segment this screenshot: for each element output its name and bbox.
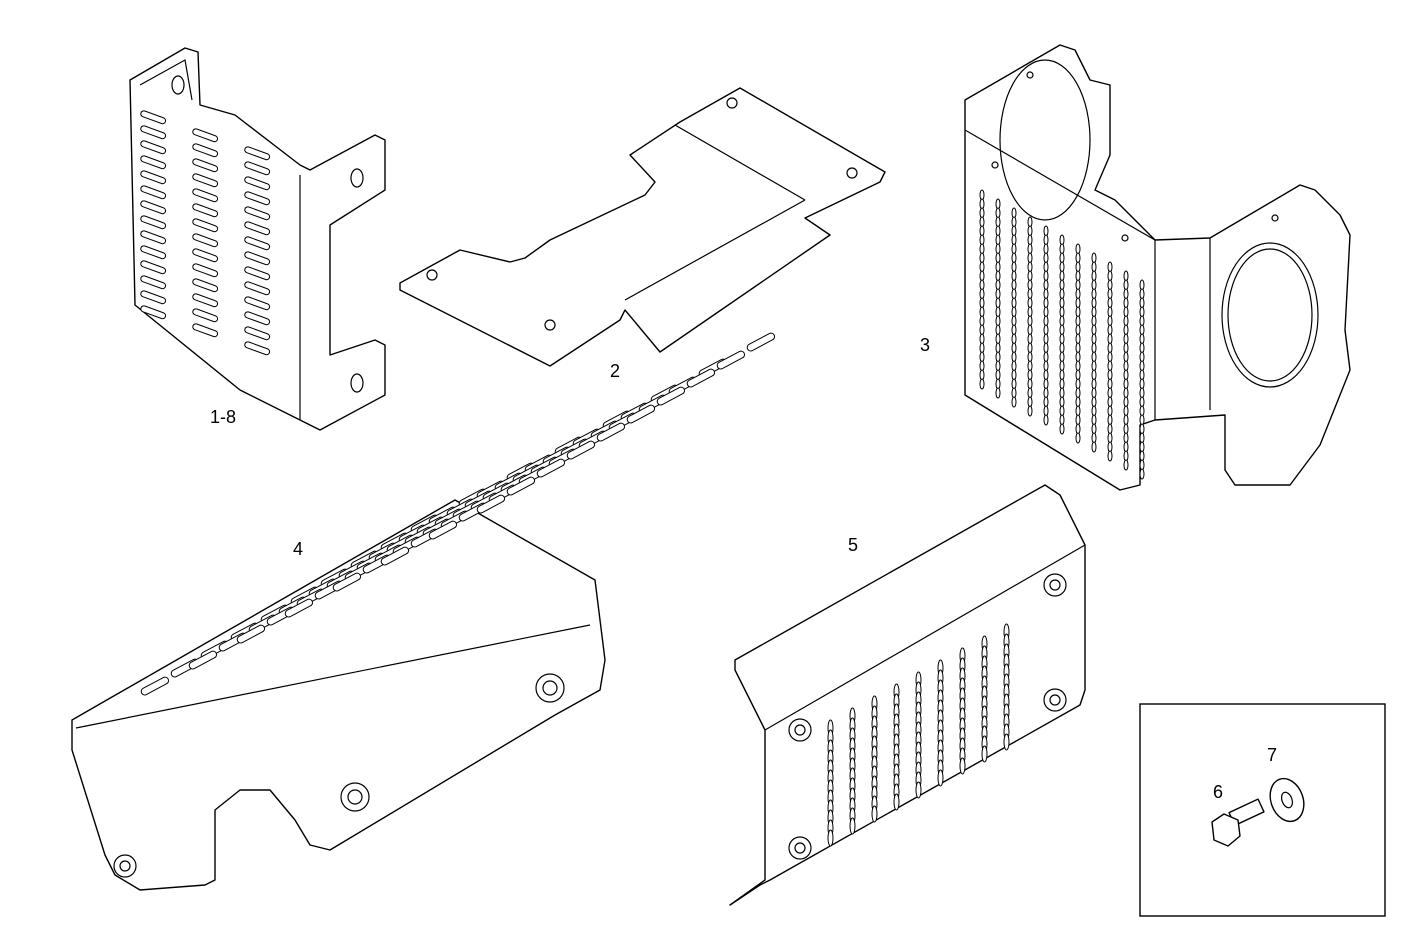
part-2-bracket[interactable] bbox=[399, 87, 886, 367]
vent-slot bbox=[244, 251, 271, 266]
vent-slot bbox=[536, 458, 566, 478]
vent-slot bbox=[192, 323, 219, 338]
vent-slot bbox=[140, 110, 167, 125]
vent-slot bbox=[140, 155, 167, 170]
vent-slot bbox=[716, 350, 746, 370]
vent-slot bbox=[244, 176, 271, 191]
vent-slot bbox=[192, 203, 219, 218]
vent-slot bbox=[140, 230, 167, 245]
vent-slot bbox=[244, 161, 271, 176]
vent-slot bbox=[244, 146, 271, 161]
vent-slot bbox=[140, 140, 167, 155]
vent-slot bbox=[1091, 441, 1097, 453]
label-part-7: 7 bbox=[1267, 745, 1278, 765]
vent-slot bbox=[188, 650, 218, 670]
vent-slot bbox=[192, 143, 219, 158]
label-part-5: 5 bbox=[848, 535, 859, 555]
vent-slot bbox=[937, 769, 944, 787]
vent-slot bbox=[244, 311, 271, 326]
vent-slot bbox=[244, 236, 271, 251]
vent-slot bbox=[192, 308, 219, 323]
vent-slot bbox=[1139, 468, 1145, 480]
vent-slot bbox=[140, 170, 167, 185]
vent-slot bbox=[1107, 450, 1113, 462]
vent-slot bbox=[192, 263, 219, 278]
vent-slot bbox=[244, 191, 271, 206]
vent-slot bbox=[332, 572, 362, 592]
vent-slot bbox=[192, 293, 219, 308]
vent-slot bbox=[192, 278, 219, 293]
vent-slot bbox=[871, 805, 878, 823]
label-part-4: 4 bbox=[293, 539, 304, 559]
vent-slot bbox=[893, 793, 900, 811]
vent-slot bbox=[192, 173, 219, 188]
vent-slot bbox=[566, 440, 596, 460]
vent-slot bbox=[1011, 396, 1017, 408]
vent-slot bbox=[140, 290, 167, 305]
part-1-8-guard[interactable] bbox=[129, 47, 386, 431]
vent-slot bbox=[981, 745, 988, 763]
vent-slot bbox=[140, 200, 167, 215]
vent-slot bbox=[244, 266, 271, 281]
label-part-6: 6 bbox=[1213, 782, 1224, 802]
vent-slot bbox=[1123, 459, 1129, 471]
vent-slot bbox=[746, 332, 776, 352]
vent-slot bbox=[244, 281, 271, 296]
vent-slot bbox=[476, 494, 506, 514]
vent-slot bbox=[428, 520, 458, 540]
vent-slot bbox=[192, 188, 219, 203]
vent-slot bbox=[244, 341, 271, 356]
vent-slot bbox=[849, 817, 856, 835]
label-part-3: 3 bbox=[920, 335, 931, 355]
vent-slot bbox=[140, 676, 170, 696]
vent-slot bbox=[236, 624, 266, 644]
vent-slot bbox=[140, 275, 167, 290]
vent-slot bbox=[244, 221, 271, 236]
part-3-housing[interactable] bbox=[964, 44, 1351, 491]
vent-slot bbox=[140, 125, 167, 140]
vent-slot bbox=[244, 206, 271, 221]
vent-slot bbox=[827, 829, 834, 847]
vent-slot bbox=[979, 378, 985, 390]
vent-slot bbox=[995, 387, 1001, 399]
vent-slot bbox=[192, 248, 219, 263]
vent-slot bbox=[596, 422, 626, 442]
vent-slot bbox=[140, 305, 167, 320]
vent-slot bbox=[244, 296, 271, 311]
label-part-2: 2 bbox=[610, 361, 621, 381]
part-7-washer[interactable] bbox=[1264, 774, 1309, 826]
vent-slot bbox=[380, 546, 410, 566]
label-part-1-8: 1-8 bbox=[210, 407, 237, 427]
part-6-bolt[interactable] bbox=[1211, 798, 1265, 847]
vent-slot bbox=[915, 781, 922, 799]
vent-slot bbox=[192, 233, 219, 248]
vent-slot bbox=[1075, 432, 1081, 444]
vent-slot bbox=[959, 757, 966, 775]
vent-slot bbox=[506, 476, 536, 496]
vent-slot bbox=[140, 260, 167, 275]
vent-slot bbox=[284, 598, 314, 618]
vent-slot bbox=[140, 215, 167, 230]
hardware-inset-box bbox=[1139, 703, 1386, 917]
vent-slot bbox=[1059, 423, 1065, 435]
part-4-cover[interactable] bbox=[71, 332, 776, 891]
vent-slot bbox=[244, 326, 271, 341]
vent-slot bbox=[686, 368, 716, 388]
vent-slot bbox=[140, 245, 167, 260]
part-5-cover[interactable] bbox=[729, 484, 1086, 906]
vent-slot bbox=[626, 404, 656, 424]
vent-slot bbox=[1003, 733, 1010, 751]
vent-slot bbox=[192, 218, 219, 233]
vent-slot bbox=[140, 185, 167, 200]
vent-slot bbox=[656, 386, 686, 406]
vent-slot bbox=[1043, 414, 1049, 426]
vent-slot bbox=[192, 158, 219, 173]
vent-slot bbox=[1027, 405, 1033, 417]
vent-slot bbox=[192, 128, 219, 143]
